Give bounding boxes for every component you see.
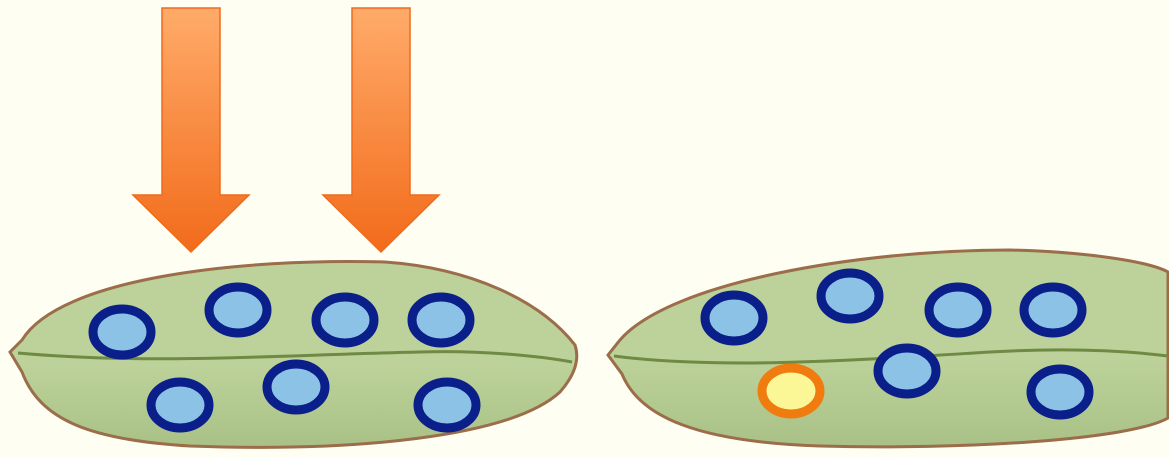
blue-dot (1024, 287, 1082, 333)
left-pod (10, 262, 577, 448)
blue-dot (316, 297, 374, 343)
blue-dot (209, 287, 267, 333)
right-pod (608, 250, 1168, 447)
arrow-group (133, 8, 439, 252)
blue-dot (93, 309, 151, 355)
blue-dot (929, 287, 987, 333)
highlighted-dot (762, 368, 820, 414)
down-arrow-icon (323, 8, 439, 252)
blue-dot (418, 382, 476, 428)
blue-dot (1031, 369, 1089, 415)
blue-dot (821, 273, 879, 319)
blue-dot (267, 364, 325, 410)
down-arrow-icon (133, 8, 249, 252)
blue-dot (878, 348, 936, 394)
blue-dot (412, 297, 470, 343)
blue-dot (705, 295, 763, 341)
blue-dot (151, 382, 209, 428)
